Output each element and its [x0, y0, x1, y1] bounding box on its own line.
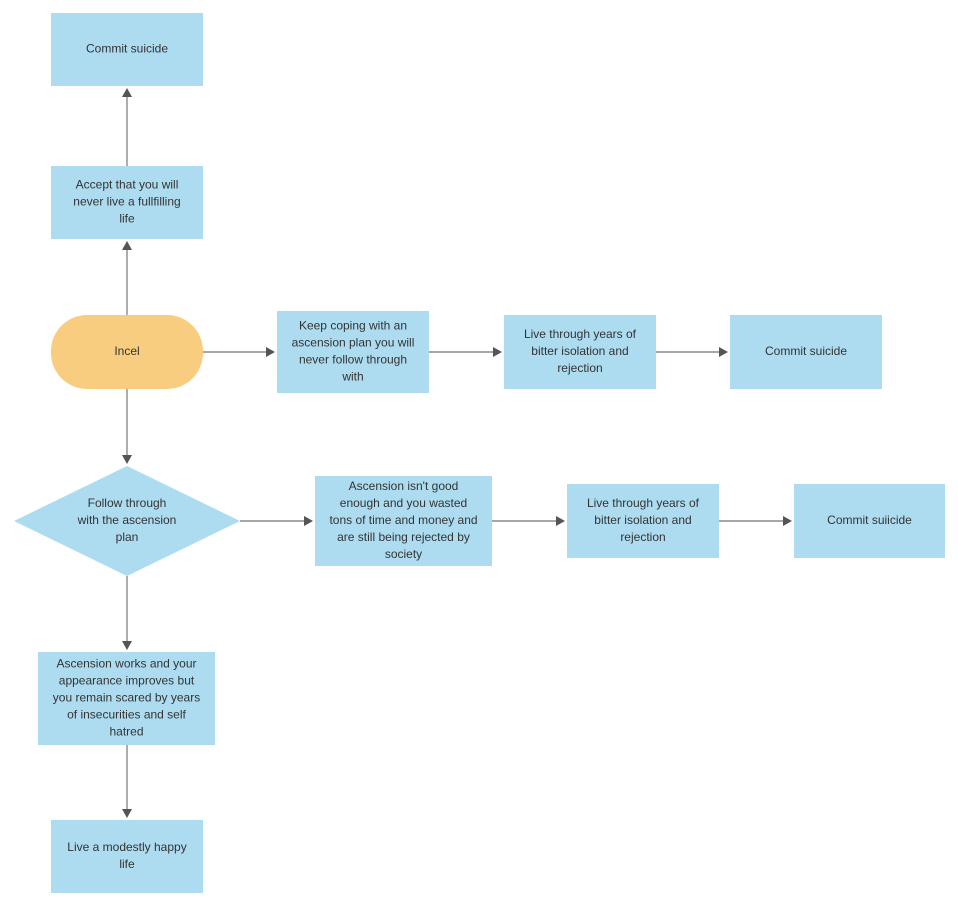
arrowhead-icon — [122, 809, 132, 818]
flow-edge — [719, 516, 792, 526]
terminator-shape — [51, 315, 203, 389]
process-rect — [277, 311, 429, 393]
arrowhead-icon — [556, 516, 565, 526]
node-label-line: tons of time and money and — [329, 513, 477, 527]
flow-node-commit-suiicide-right-bottom[interactable]: Commit suiicide — [794, 484, 945, 558]
node-label-line: never live a fullfilling — [73, 195, 180, 209]
node-label-line: ascension plan you will — [292, 336, 415, 350]
process-rect — [38, 652, 215, 745]
flow-edge — [240, 516, 313, 526]
node-label-line: rejection — [620, 530, 665, 544]
node-label-line: Commit suicide — [765, 344, 847, 358]
node-label-line: you remain scared by years — [53, 691, 200, 705]
flow-node-live-isolation-bottom[interactable]: Live through years of bitter isolation an… — [567, 484, 719, 558]
node-label-line: Live a modestly happy — [67, 840, 186, 854]
node-label-line: with the ascension — [77, 513, 177, 527]
arrowhead-icon — [304, 516, 313, 526]
node-label-line: Live through years of — [587, 496, 700, 510]
process-rect — [51, 13, 203, 86]
node-label-line: bitter isolation and — [531, 344, 628, 358]
node-label-line: bitter isolation and — [594, 513, 691, 527]
node-label-line: Commit suiicide — [827, 513, 912, 527]
flow-node-accept-never-fulfilling[interactable]: Accept that you will never live a fullfil… — [51, 166, 203, 239]
process-rect — [567, 484, 719, 558]
flow-edge — [122, 576, 132, 650]
flow-edge — [122, 88, 132, 166]
node-label-line: rejection — [557, 361, 602, 375]
flow-node-commit-suicide-top[interactable]: Commit suicide — [51, 13, 203, 86]
node-label-line: life — [119, 212, 135, 226]
process-rect — [315, 476, 492, 566]
flow-edge — [492, 516, 565, 526]
flow-node-keep-coping[interactable]: Keep coping with an ascension plan you wi… — [277, 311, 429, 393]
node-label-line: are still being rejected by — [337, 530, 470, 544]
arrowhead-icon — [122, 88, 132, 97]
flow-node-commit-suicide-right-top[interactable]: Commit suicide — [730, 315, 882, 389]
flow-edge — [122, 389, 132, 464]
arrowhead-icon — [266, 347, 275, 357]
flow-node-live-modestly-happy[interactable]: Live a modestly happy life — [51, 820, 203, 893]
node-label-line: Ascension isn't good — [349, 479, 459, 493]
node-label-line: life — [119, 857, 135, 871]
process-rect — [51, 820, 203, 893]
arrowhead-icon — [719, 347, 728, 357]
process-rect — [504, 315, 656, 389]
flow-node-ascension-works[interactable]: Ascension works and your appearance impro… — [38, 652, 215, 745]
node-label-line: never follow through — [299, 353, 407, 367]
node-label-line: Follow through — [88, 496, 167, 510]
arrowhead-icon — [122, 641, 132, 650]
node-label-line: Commit suicide — [86, 42, 168, 56]
node-label-line: society — [385, 547, 422, 561]
node-label-line: with — [341, 370, 363, 384]
node-label-line: of insecurities and self — [67, 708, 186, 722]
arrowhead-icon — [783, 516, 792, 526]
flow-node-live-isolation-top[interactable]: Live through years of bitter isolation an… — [504, 315, 656, 389]
node-label-line: Accept that you will — [76, 178, 179, 192]
process-rect — [51, 166, 203, 239]
node-label-line: Keep coping with an — [299, 319, 407, 333]
node-label-line: enough and you wasted — [340, 496, 467, 510]
process-rect — [794, 484, 945, 558]
flow-node-incel[interactable]: Incel — [51, 315, 203, 389]
flow-edge — [122, 745, 132, 818]
decision-diamond — [14, 466, 240, 576]
node-label-line: plan — [116, 530, 139, 544]
node-label-line: hatred — [109, 725, 143, 739]
flow-edge — [203, 347, 275, 357]
process-rect — [730, 315, 882, 389]
arrowhead-icon — [493, 347, 502, 357]
edge-layer — [122, 88, 792, 818]
node-label-line: appearance improves but — [59, 674, 195, 688]
flow-node-ascension-not-enough[interactable]: Ascension isn't good enough and you waste… — [315, 476, 492, 566]
flow-node-follow-through-decision[interactable]: Follow through with the ascension plan — [14, 466, 240, 576]
flow-edge — [429, 347, 502, 357]
node-label-line: Incel — [114, 344, 139, 358]
arrowhead-icon — [122, 241, 132, 250]
arrowhead-icon — [122, 455, 132, 464]
flow-edge — [122, 241, 132, 315]
node-label-line: Live through years of — [524, 327, 637, 341]
flow-edge — [656, 347, 728, 357]
node-label-line: Ascension works and your — [56, 657, 196, 671]
